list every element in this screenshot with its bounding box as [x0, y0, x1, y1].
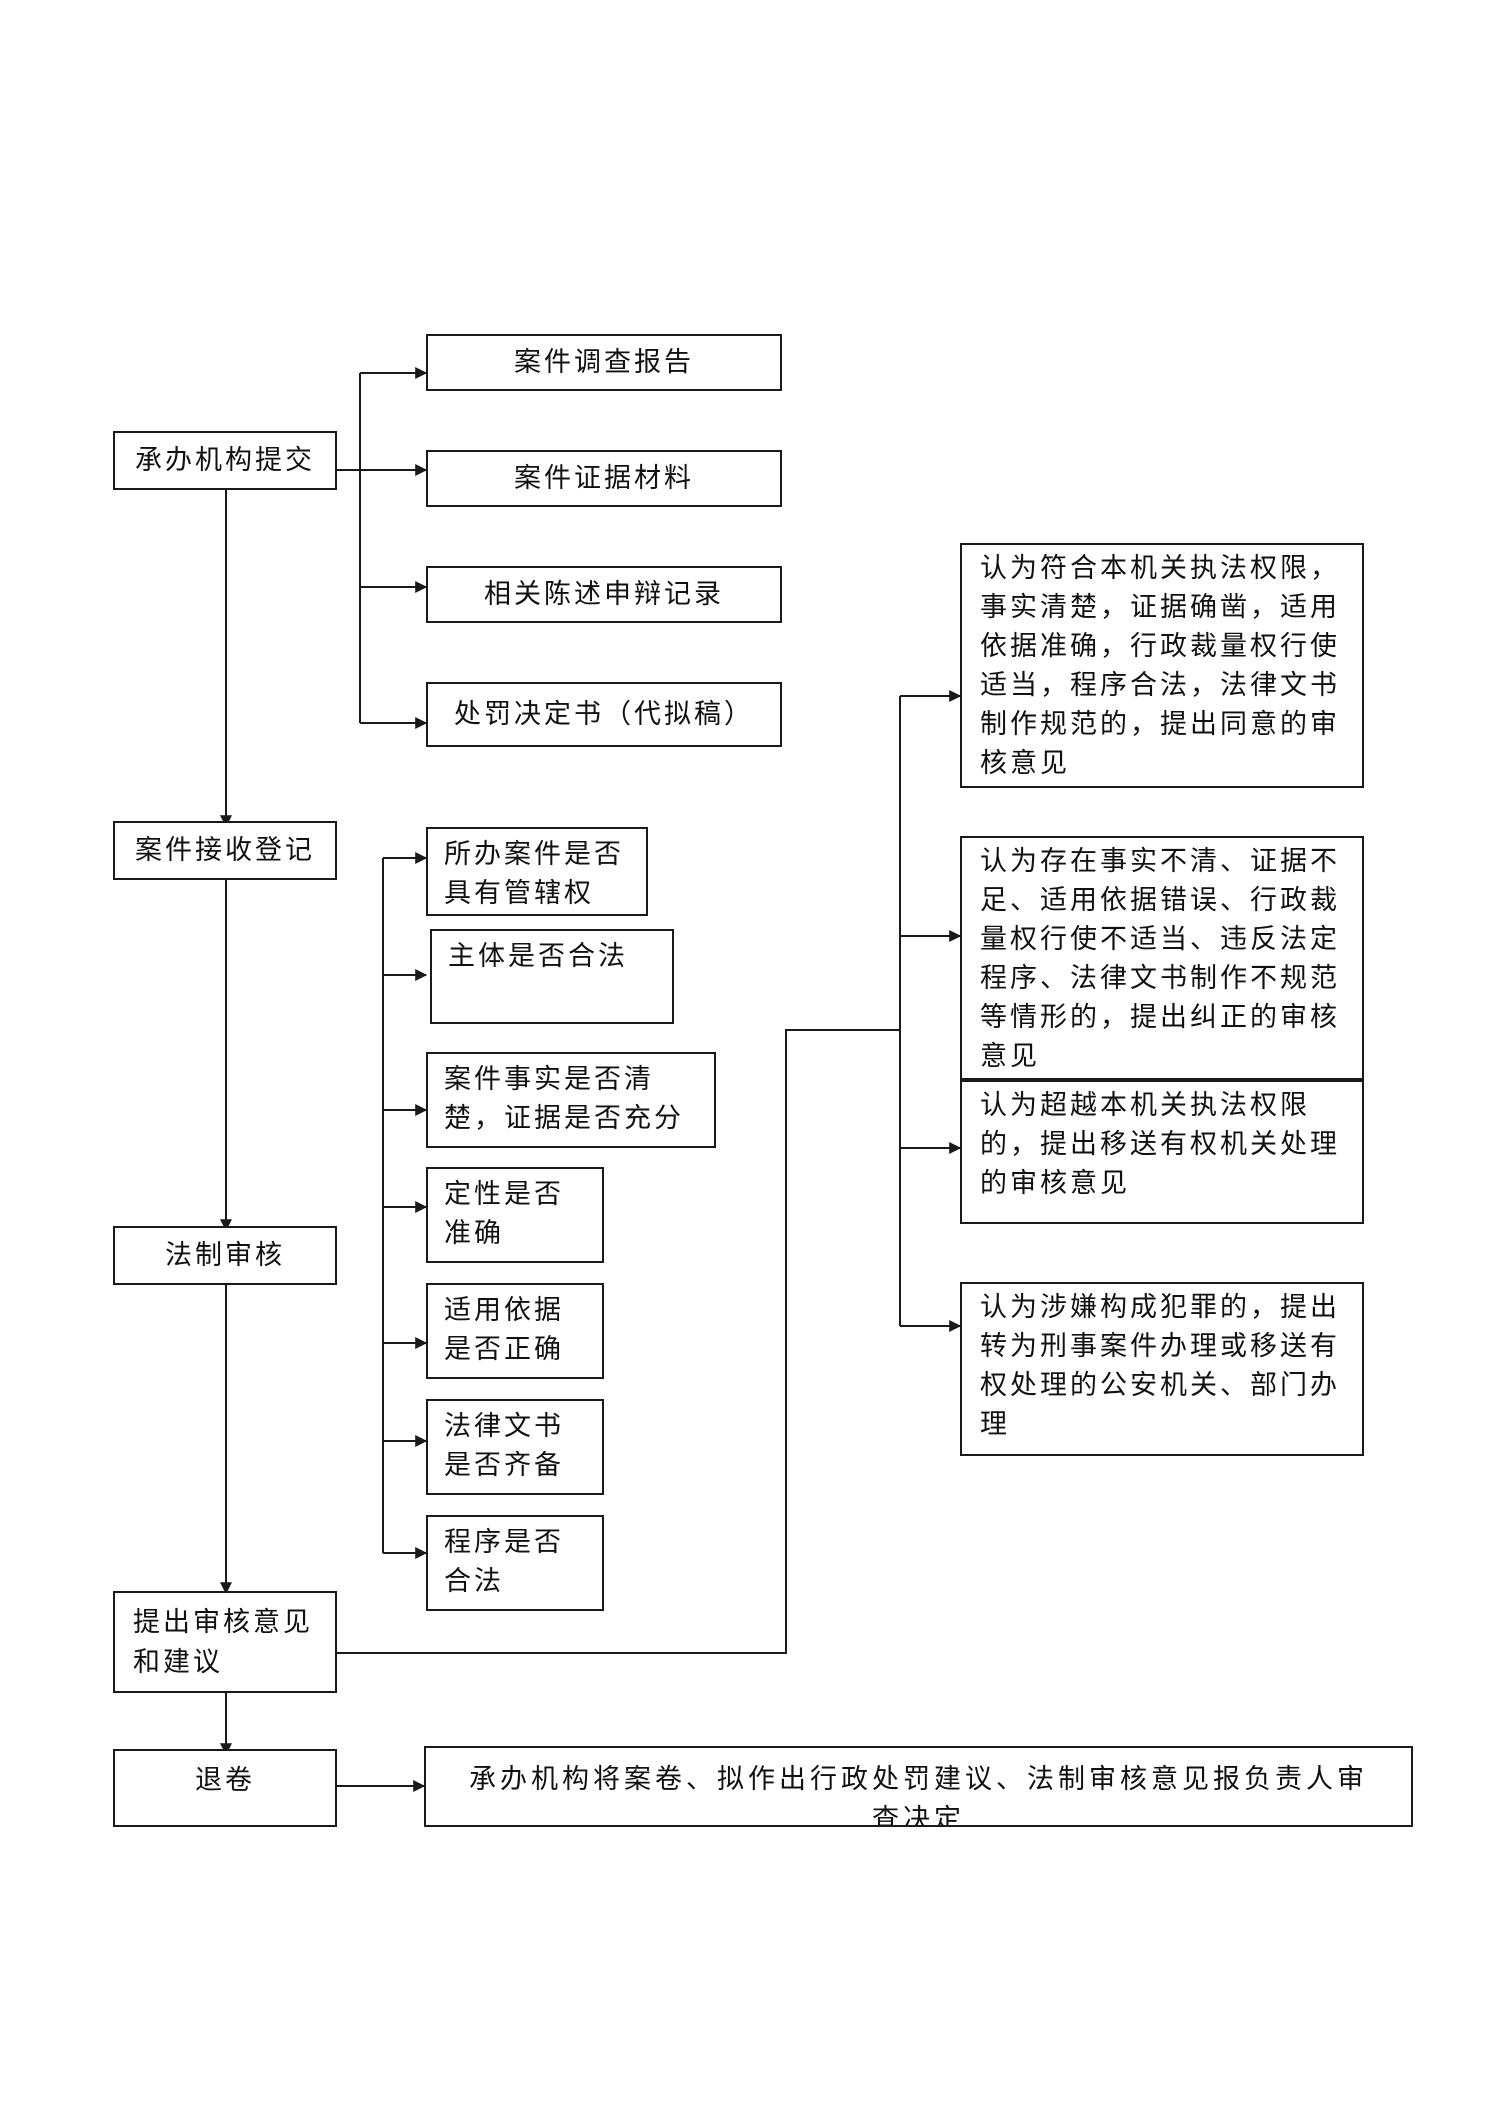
step-review: 法制审核: [113, 1226, 337, 1285]
step-opinion: 提出审核意见和建议: [113, 1591, 337, 1693]
outcome-transfer: 认为超越本机关执法权限的，提出移送有权机关处理的审核意见: [960, 1080, 1364, 1224]
point-procedure: 程序是否合法: [426, 1515, 604, 1611]
point-facts-evidence: 案件事实是否清楚，证据是否充分: [426, 1052, 716, 1148]
point-jurisdiction: 所办案件是否具有管辖权: [426, 827, 648, 916]
outcome-approve: 认为符合本机关执法权限，事实清楚，证据确凿，适用依据准确，行政裁量权行使适当，程…: [960, 543, 1364, 788]
final-note: 承办机构将案卷、拟作出行政处罚建议、法制审核意见报负责人审查决定: [424, 1746, 1413, 1827]
material-statement-record: 相关陈述申辩记录: [426, 566, 782, 623]
point-legal-basis: 适用依据是否正确: [426, 1283, 604, 1379]
point-subject-legal: 主体是否合法: [430, 929, 674, 1024]
material-investigation-report: 案件调查报告: [426, 334, 782, 391]
outcome-correct: 认为存在事实不清、证据不足、适用依据错误、行政裁量权行使不适当、违反法定程序、法…: [960, 836, 1364, 1080]
step-submit: 承办机构提交: [113, 431, 337, 490]
outcome-criminal: 认为涉嫌构成犯罪的，提出转为刑事案件办理或移送有权处理的公安机关、部门办理: [960, 1282, 1364, 1456]
step-register: 案件接收登记: [113, 821, 337, 880]
step-return: 退卷: [113, 1749, 337, 1827]
material-penalty-draft: 处罚决定书（代拟稿）: [426, 682, 782, 747]
point-documents: 法律文书是否齐备: [426, 1399, 604, 1495]
material-evidence: 案件证据材料: [426, 450, 782, 507]
point-classification: 定性是否准确: [426, 1167, 604, 1263]
